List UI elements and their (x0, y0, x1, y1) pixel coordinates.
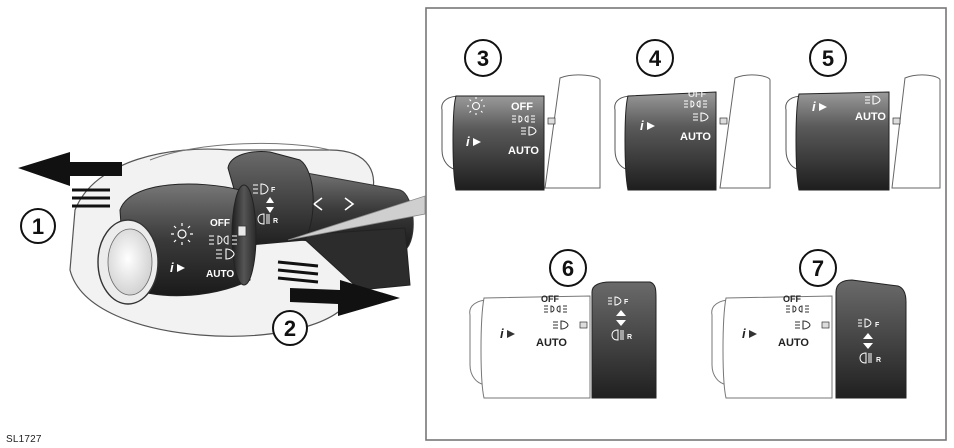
sun-icon (171, 223, 193, 245)
front-fog-letter: F (271, 187, 276, 194)
front-fog-icon (608, 296, 622, 306)
fog-select-arrows-icon (266, 197, 274, 213)
off-label: OFF (688, 89, 706, 99)
side-lights-icon (512, 115, 535, 123)
rear-fog-letter: R (627, 334, 632, 341)
side-lights-icon (544, 305, 567, 313)
stalk-illustration: OFF i AUTO F R (18, 142, 426, 346)
svg-text:7: 7 (812, 256, 824, 281)
headlamp-icon (795, 320, 811, 330)
front-fog-icon (253, 183, 269, 195)
info-arrow-label: i (640, 118, 644, 133)
svg-text:2: 2 (284, 316, 296, 341)
fog-select-arrows-icon (863, 333, 873, 349)
headlamp-icon (216, 248, 235, 260)
info-arrow-label: i (500, 326, 504, 341)
svg-text:6: 6 (562, 256, 574, 281)
detail-7: 7 OFF i AUTO F R (711, 249, 907, 399)
info-arrow-icon (507, 330, 515, 338)
off-label: OFF (511, 101, 533, 113)
info-arrow-icon (819, 103, 827, 111)
rear-fog-letter: R (876, 357, 881, 364)
off-label: OFF (541, 294, 559, 304)
auto-label: AUTO (536, 337, 567, 349)
callout-1: 1 (20, 208, 56, 244)
reference-code: SL1727 (6, 434, 42, 445)
info-arrow-label: i (812, 99, 816, 114)
off-label: OFF (210, 218, 230, 229)
rear-fog-icon (859, 352, 872, 364)
pull-arrow (277, 260, 400, 316)
detail-5: 5 i AUTO (785, 39, 941, 191)
headlamp-icon (693, 112, 709, 122)
auto-label: AUTO (680, 131, 711, 143)
info-arrow-icon (647, 122, 655, 130)
callout-2: 2 (272, 310, 308, 346)
svg-text:3: 3 (477, 46, 489, 71)
front-fog-letter: F (624, 299, 629, 306)
svg-text:5: 5 (822, 46, 834, 71)
detail-4: 4 OFF i AUTO (614, 39, 771, 191)
rear-fog-icon (611, 329, 624, 341)
indicator-arrows-icon (312, 197, 355, 211)
info-arrow-label: i (466, 134, 470, 149)
info-arrow-icon (473, 138, 481, 146)
front-fog-letter: F (875, 322, 880, 329)
svg-text:4: 4 (649, 46, 662, 71)
info-arrow-icon (749, 330, 757, 338)
info-arrow-icon (177, 264, 185, 272)
side-lights-icon (684, 100, 707, 108)
off-label: OFF (783, 294, 801, 304)
auto-label: AUTO (778, 337, 809, 349)
info-arrow-label: i (742, 326, 746, 341)
detail-pointer (287, 195, 426, 241)
auto-label: AUTO (855, 111, 886, 123)
fog-select-arrows-icon (616, 310, 626, 326)
front-fog-icon (858, 318, 872, 328)
rear-fog-letter: R (273, 218, 278, 225)
push-arrow (18, 152, 122, 208)
fog-collar (591, 281, 657, 399)
detail-3: 3 OFF i AUTO (441, 39, 601, 191)
headlamp-icon (553, 320, 569, 330)
auto-label: AUTO (206, 269, 234, 280)
side-lights-icon (786, 305, 809, 313)
rear-fog-icon (257, 213, 270, 225)
headlamp-icon (521, 126, 537, 136)
info-arrow-label: i (170, 260, 174, 275)
headlamp-icon (865, 95, 881, 105)
svg-text:1: 1 (32, 214, 44, 239)
side-lights-icon (209, 235, 237, 245)
detail-6: 6 OFF i AUTO F R (469, 249, 657, 399)
sun-icon (467, 97, 485, 115)
auto-label: AUTO (508, 145, 539, 157)
